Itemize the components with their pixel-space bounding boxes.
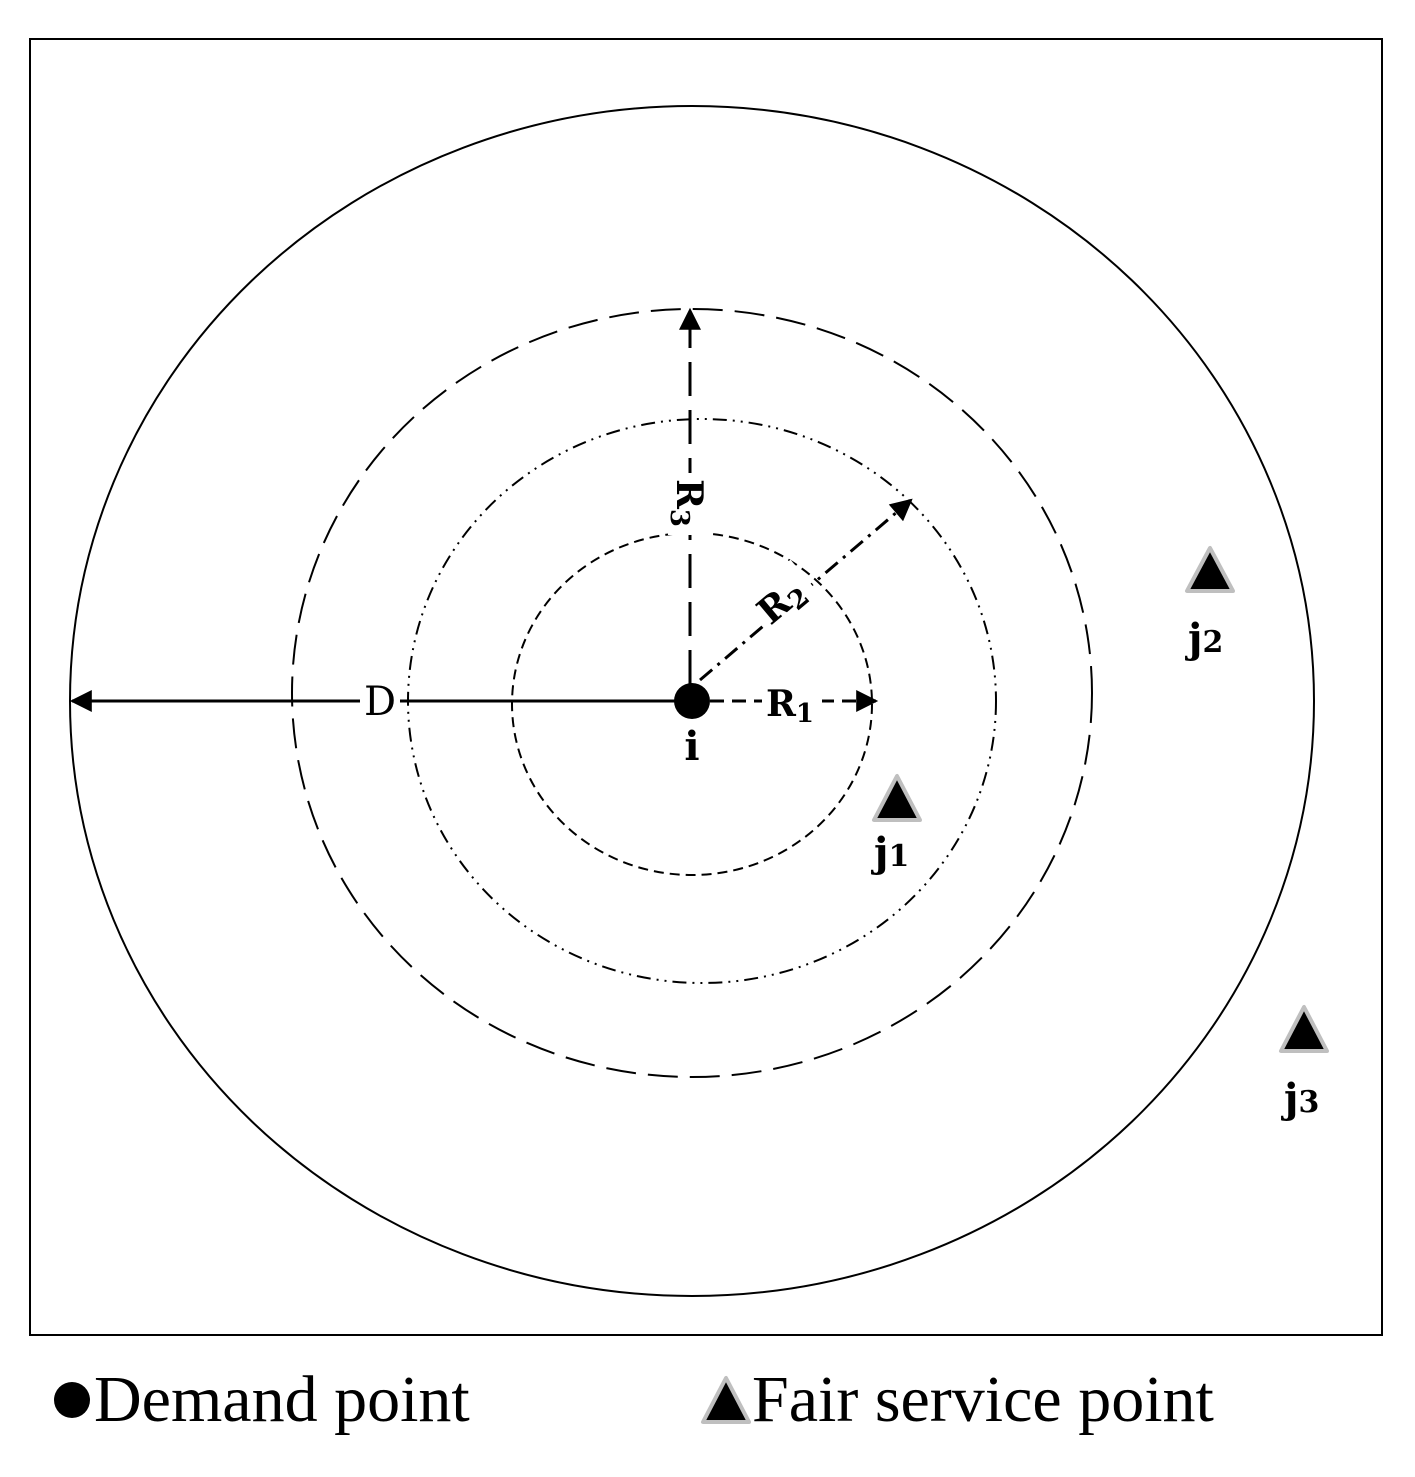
legend-demand-label: Demand point <box>94 1363 470 1436</box>
legend: Demand point Fair service point <box>50 1345 1380 1455</box>
service-point-j3-label: j3 <box>1281 1075 1319 1122</box>
service-point-j1-label: j1 <box>871 829 909 876</box>
radius-r2-label-group: R2 <box>742 559 819 634</box>
radius-r3-label-group: R3 <box>664 473 712 535</box>
legend-fair-label: Fair service point <box>752 1363 1214 1436</box>
service-point-j2-icon <box>1185 546 1235 593</box>
demand-point-label: i <box>684 723 699 770</box>
service-point-j2-label: j2 <box>1185 615 1223 662</box>
service-point-j1-icon <box>872 774 922 822</box>
legend-demand-item: Demand point <box>50 1345 470 1455</box>
demand-point-i <box>674 683 710 719</box>
legend-fair-icon <box>701 1376 751 1424</box>
service-point-j3-icon <box>1279 1005 1329 1053</box>
legend-fair-item: Fair service point <box>700 1345 1214 1455</box>
legend-demand-icon <box>54 1382 90 1418</box>
distance-d-label: D <box>364 679 396 725</box>
radius-r3-circle <box>291 308 1093 1078</box>
diagram-frame <box>29 38 1383 1336</box>
distance-d-label-bg <box>360 680 400 722</box>
radius-r1-label-bg <box>762 680 822 724</box>
facility-diagram: D R1 R2 R3 i j1 j2 j3 <box>29 38 1383 1336</box>
radius-r1-label: R1 <box>766 683 814 729</box>
radius-r3-label: R3 <box>664 479 710 527</box>
